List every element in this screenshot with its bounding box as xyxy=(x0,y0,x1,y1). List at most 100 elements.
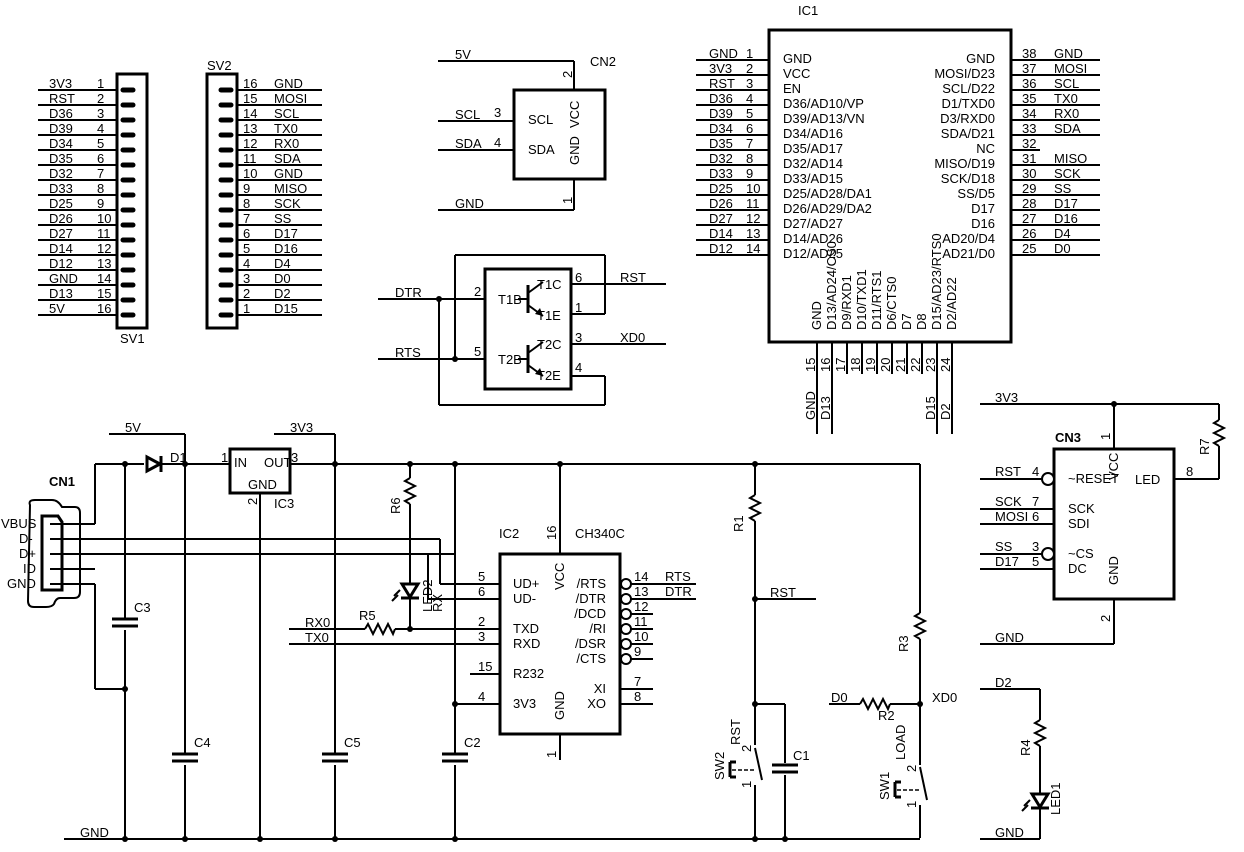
led1-label: LED1 xyxy=(1048,782,1063,815)
ic1-left-pin: 3 xyxy=(746,76,753,91)
ic1-left-fn: D34/AD16 xyxy=(783,126,843,141)
ic1-left-fn: EN xyxy=(783,81,801,96)
cn1-pin-dminus: D- xyxy=(19,531,33,546)
cn3-left-fn: SCK xyxy=(1068,501,1095,516)
cn3-left-net: MOSI xyxy=(995,509,1028,524)
inverted-pin-icon xyxy=(620,608,632,620)
ic2-left-fn: UD- xyxy=(513,591,536,606)
switch-sw1-icon[interactable] xyxy=(893,765,928,805)
sv2-pin-num: 6 xyxy=(243,226,250,241)
sv2-pin-num: 5 xyxy=(243,241,250,256)
r3-label: R3 xyxy=(896,635,911,652)
ic1-bottom-fn: D10/TXD1 xyxy=(854,269,869,330)
led1-circuit: D2 R4 LED1 GND xyxy=(980,675,1063,840)
sw2-pin-2: 2 xyxy=(739,745,754,752)
ic1-right-pin: 35 xyxy=(1022,91,1036,106)
sv2-pin-num: 10 xyxy=(243,166,257,181)
capacitor-c2-icon xyxy=(442,752,468,765)
inverted-pin-icon xyxy=(620,593,632,605)
net-rx0: RX0 xyxy=(305,615,330,630)
sv1-net: D14 xyxy=(49,241,73,256)
cn3-left-fn: DC xyxy=(1068,561,1087,576)
cn2-fn-vcc: VCC xyxy=(567,101,582,128)
sv1-net: D34 xyxy=(49,136,73,151)
sv2-net: MISO xyxy=(274,181,307,196)
ic1-label: IC1 xyxy=(798,3,818,18)
inverted-pin-icon xyxy=(620,638,632,650)
ic2-left-fn: UD+ xyxy=(513,576,539,591)
q-t1e: T1E xyxy=(537,308,561,323)
inverted-pin-icon xyxy=(1041,472,1055,486)
sv1-net: 3V3 xyxy=(49,76,72,91)
ic2-right-pin: 13 xyxy=(634,584,648,599)
sv1-net: D33 xyxy=(49,181,73,196)
cn2-fn-scl: SCL xyxy=(528,112,553,127)
ic1-bottom-pin: 24 xyxy=(938,358,953,372)
ic1-right-fn: D1/TXD0 xyxy=(942,96,995,111)
sw2-label: SW2 xyxy=(712,752,727,780)
cn3-fn-gnd: GND xyxy=(1106,556,1121,585)
cn2-fn-gnd: GND xyxy=(567,136,582,165)
ic1-right-net: GND xyxy=(1054,46,1083,61)
ic1-right-fn: MISO/D19 xyxy=(934,156,995,171)
ic1-bottom-net: D13 xyxy=(818,396,833,420)
ic1-bottom-pin: 23 xyxy=(923,358,938,372)
ic1-left-net: D36 xyxy=(709,91,733,106)
ic1-left-fn: D39/AD13/VN xyxy=(783,111,865,126)
ic2-left-pin: 2 xyxy=(478,614,485,629)
usb-connector-cn1: CN1 VBUS D- D+ ID GND xyxy=(1,474,81,608)
ic1-right-net: SCK xyxy=(1054,166,1081,181)
ic1-bottom-fn: D9/RXD1 xyxy=(839,275,854,330)
net-rst: RST xyxy=(620,270,646,285)
sv2-net: GND xyxy=(274,166,303,181)
sv1-net: D39 xyxy=(49,121,73,136)
ic1-right-fn: SS/D5 xyxy=(957,186,995,201)
cn2-pin-3: 3 xyxy=(494,105,501,120)
ic1-right-net: SS xyxy=(1054,181,1072,196)
ic1-left-pin: 2 xyxy=(746,61,753,76)
q-t2e: T2E xyxy=(537,368,561,383)
ic1-left-fn: VCC xyxy=(783,66,810,81)
switch-sw2-icon[interactable] xyxy=(728,745,763,785)
ic1-left-net: D14 xyxy=(709,226,733,241)
ic1-bottom-net: GND xyxy=(803,391,818,420)
c4-label: C4 xyxy=(194,735,211,750)
cn3-pin-8: 8 xyxy=(1186,464,1193,479)
ic1-right-fn: NC xyxy=(976,141,995,156)
sv1-net: D26 xyxy=(49,211,73,226)
sv1-net: D32 xyxy=(49,166,73,181)
sv1-pin-num: 11 xyxy=(97,226,111,241)
ic1-bottom-net: D2 xyxy=(938,403,953,420)
ic2-right-fn: /RTS xyxy=(577,576,607,591)
sv2-pin-num: 3 xyxy=(243,271,250,286)
q-t1b: T1B xyxy=(498,292,522,307)
cn3-left-net: RST xyxy=(995,464,1021,479)
cn2-net-scl: SCL xyxy=(455,107,480,122)
cn3-fn-led: LED xyxy=(1135,472,1160,487)
connector-cn2: 5V SCL SDA GND 3 4 2 1 SCL SDA VCC GND C… xyxy=(438,47,616,211)
ic1-left-pin: 12 xyxy=(746,211,760,226)
r5-label: R5 xyxy=(359,608,376,623)
diode-d1-icon xyxy=(145,454,164,474)
ic2-right-pin: 8 xyxy=(634,689,641,704)
ic2-right-fn: /DTR xyxy=(576,591,606,606)
led1-net-d2: D2 xyxy=(995,675,1012,690)
ic1-left-net: RST xyxy=(709,76,735,91)
r7-label: R7 xyxy=(1197,438,1212,455)
reset-load-circuit: R1 RST C1 SW2 RST 2 1 R3 XD0 xyxy=(712,461,957,838)
ic1-left-fn: GND xyxy=(783,51,812,66)
cn3-label: CN3 xyxy=(1055,430,1081,445)
sv2-pin-num: 8 xyxy=(243,196,250,211)
sw1-label: SW1 xyxy=(877,772,892,800)
ic2-left-fn: RXD xyxy=(513,636,540,651)
reset-net-xd0: XD0 xyxy=(932,690,957,705)
ic1-right-net: D16 xyxy=(1054,211,1078,226)
ic1-right-pin: 29 xyxy=(1022,181,1036,196)
cn2-net-gnd: GND xyxy=(455,196,484,211)
ic1-right-fn: GND xyxy=(966,51,995,66)
ic1-bottom-fn: D8 xyxy=(914,313,929,330)
q-t2b: T2B xyxy=(498,352,522,367)
c2-label: C2 xyxy=(464,735,481,750)
